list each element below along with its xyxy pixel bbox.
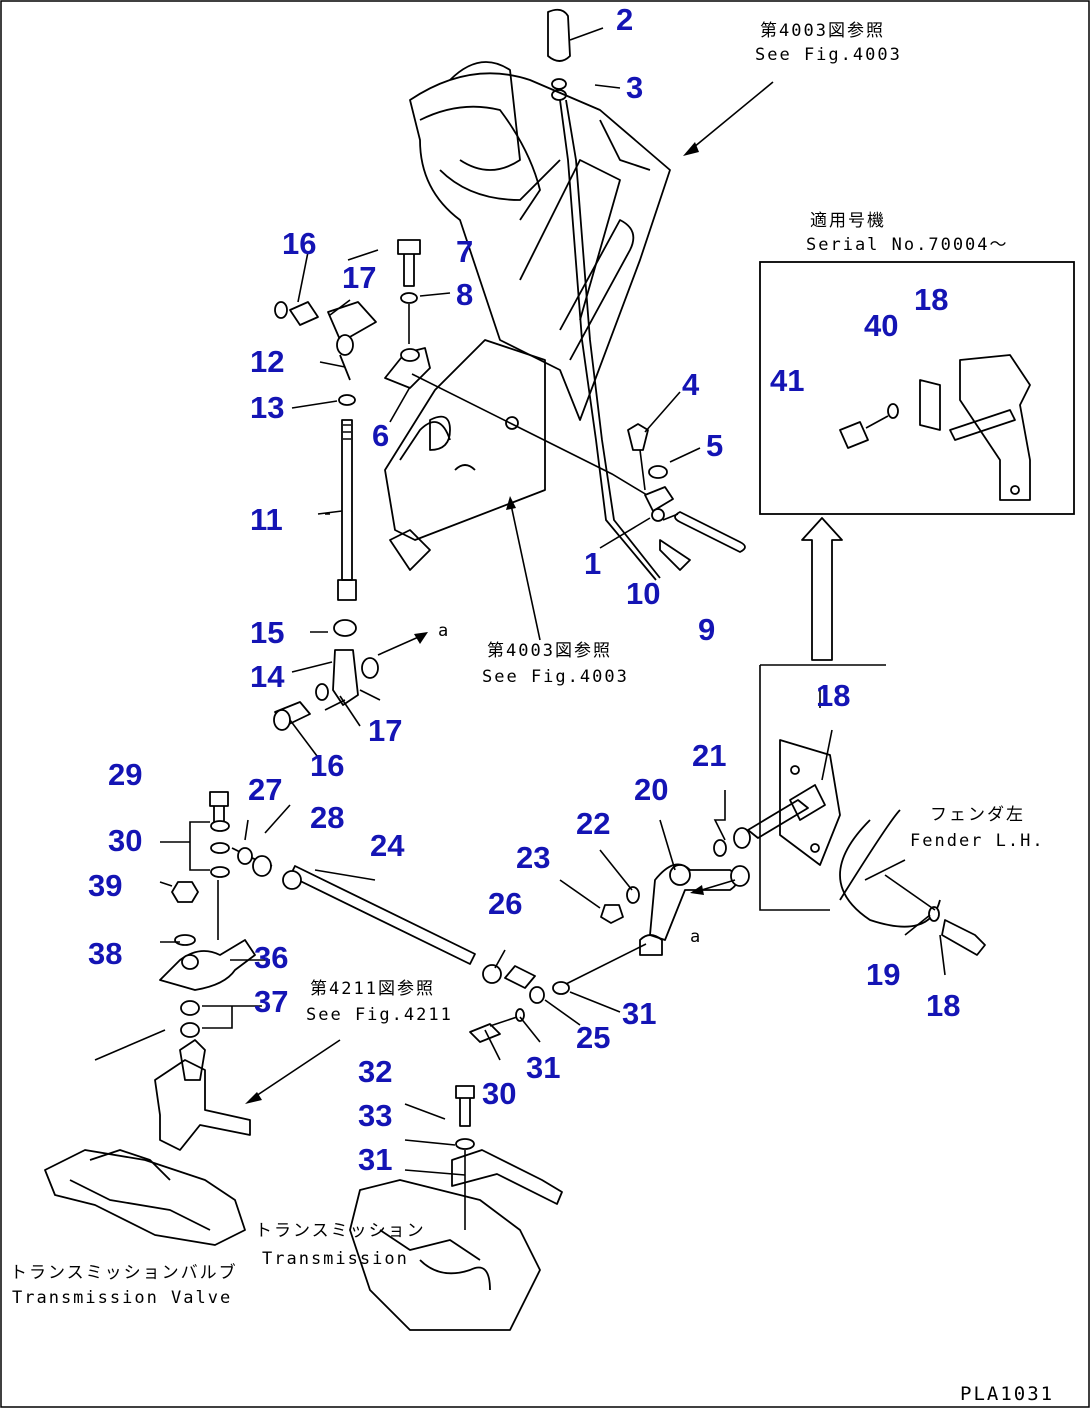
reference-notes: 第4003図参照 See Fig.4003 適用号機 Serial No.700… — [10, 21, 1054, 1405]
note-see-4003-mid-jp: 第4003図参照 — [487, 641, 612, 661]
arrow-label-a-upper: a — [438, 621, 450, 641]
callout-16: 16 — [310, 748, 344, 783]
note-serial-en: Serial No.70004～ — [806, 235, 1009, 255]
callout-32: 31 — [358, 1142, 392, 1177]
callout-31: 30 — [108, 823, 142, 858]
callout-36: 37 — [254, 984, 288, 1019]
callout-38: 39 — [88, 868, 122, 903]
note-fender-jp: フェンダ左 — [930, 805, 1025, 825]
shift-console-assembly — [384, 8, 746, 581]
note-transmission-jp: トランスミッション — [255, 1221, 426, 1241]
callout-11: 11 — [250, 502, 283, 537]
note-see-4003-top-en: See Fig.4003 — [755, 45, 902, 65]
note-trans-valve-jp: トランスミッションバルブ — [10, 1262, 238, 1283]
arrow-label-a-lower: a — [690, 927, 702, 947]
lower-linkage-assembly — [44, 27, 946, 1331]
callout-17: 17 — [368, 713, 402, 748]
callout-24: 23 — [516, 840, 550, 875]
callout-5: 5 — [706, 428, 723, 463]
callout-28: 27 — [248, 772, 282, 807]
note-transmission-en: Transmission — [262, 1249, 409, 1269]
callout-30: 29 — [108, 757, 142, 792]
callout-12: 12 — [250, 344, 284, 379]
callout-40: 41 — [770, 363, 804, 398]
callout-3: 3 — [626, 70, 643, 105]
callout-10: 10 — [626, 576, 660, 611]
callout-18: 18 — [914, 282, 948, 317]
upper-rod-assembly — [273, 301, 428, 731]
callout-14: 14 — [250, 659, 285, 694]
note-see-4003-top-jp: 第4003図参照 — [760, 21, 885, 41]
note-see-4003-mid-en: See Fig.4003 — [482, 667, 629, 687]
callout-29: 28 — [310, 800, 344, 835]
note-serial-jp: 適用号機 — [810, 211, 886, 231]
drawing-code: PLA1031 — [960, 1383, 1054, 1405]
callout-22: 21 — [692, 738, 726, 773]
callout-1: 1 — [584, 546, 601, 581]
callout-18: 18 — [816, 678, 850, 713]
note-see-4211-en: See Fig.4211 — [306, 1005, 453, 1025]
callout-37: 38 — [88, 936, 122, 971]
callout-39: 40 — [864, 308, 898, 343]
note-see-4211-jp: 第4211図参照 — [310, 979, 435, 999]
callout-31: 31 — [622, 996, 656, 1031]
callout-16: 16 — [282, 226, 316, 261]
callout-23: 22 — [576, 806, 610, 841]
callout-8: 8 — [456, 277, 473, 312]
fender-bracket-assembly — [733, 664, 986, 956]
callout-30: 30 — [482, 1076, 516, 1111]
callout-25: 24 — [370, 828, 405, 863]
callout-7: 7 — [456, 234, 473, 269]
callout-9: 9 — [698, 612, 715, 647]
callout-2: 2 — [616, 2, 633, 37]
callout-19: 18 — [926, 988, 960, 1023]
callout-34: 33 — [358, 1098, 392, 1133]
callout-35: 36 — [254, 940, 288, 975]
note-fender-en: Fender L.H. — [910, 831, 1045, 851]
callout-20: 19 — [866, 957, 900, 992]
callout-4: 4 — [682, 367, 700, 402]
callout-17: 17 — [342, 260, 376, 295]
inset-serial-box — [759, 261, 1075, 661]
callout-26: 25 — [576, 1020, 610, 1055]
callout-21: 20 — [634, 772, 668, 807]
note-trans-valve-en: Transmission Valve — [12, 1288, 232, 1308]
callout-33: 32 — [358, 1054, 392, 1089]
callout-6: 6 — [372, 418, 389, 453]
callout-numbers: 2 3 16 17 7 8 12 13 6 4 5 11 1 10 9 15 1… — [88, 2, 960, 1177]
callout-27: 26 — [488, 886, 522, 921]
callout-13: 13 — [250, 390, 284, 425]
callout-31: 31 — [526, 1050, 560, 1085]
callout-15: 15 — [250, 615, 284, 650]
